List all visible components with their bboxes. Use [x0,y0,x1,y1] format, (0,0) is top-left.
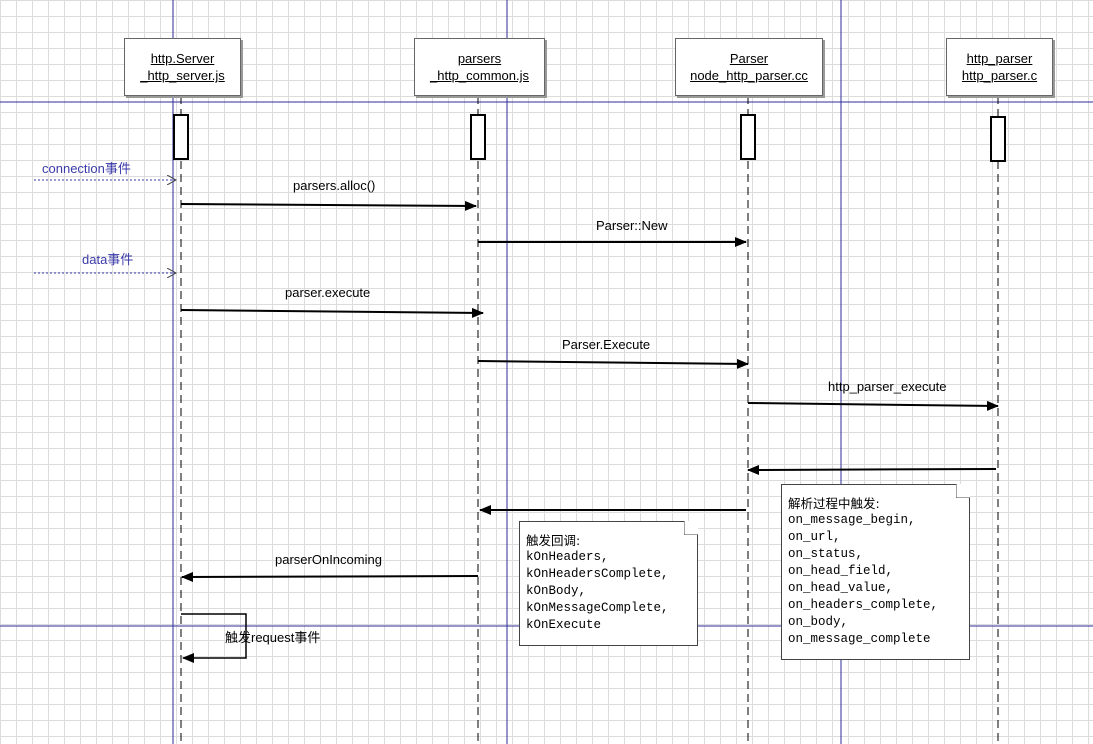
lifeline-server: http.Server _http_server.js [124,38,241,96]
self-request-label: 触发request事件 [225,630,321,645]
note-fold [684,521,698,535]
hp-execute-arrow [747,400,999,411]
incoming-arrow [181,571,479,582]
lifeline-file: _http_server.js [140,68,225,83]
lifeline-file: _http_common.js [430,68,529,83]
self-request-arrow [181,613,247,663]
lifeline-file: http_parser.c [961,68,1038,83]
lifeline-title: http_parser [966,51,1033,66]
lifeline-title: Parser [729,51,769,66]
note-line: on_message_begin, [788,513,916,527]
note-line: kOnHeaders, [526,550,609,564]
alloc-label: parsers.alloc() [293,178,376,193]
note-line: on_headers_complete, [788,598,939,612]
lifeline-title: http.Server [150,51,215,66]
lifeline-title: parsers [457,51,502,66]
note-fold [956,484,970,498]
lifeline-file: node_http_parser.cc [690,68,808,83]
Execute-arrow [477,358,749,369]
note-line: kOnBody, [526,584,587,598]
callbacks-note: 触发回调: kOnHeaders, kOnHeadersComplete, kO… [519,521,698,646]
server-activation [173,114,189,160]
note-title: 触发回调: [526,533,581,548]
note-line: on_status, [788,547,864,561]
alloc-arrow [180,200,477,211]
connection-event-label: connection事件 [42,161,131,176]
note-line: on_body, [788,615,849,629]
parser-activation [740,114,756,160]
note-line: on_message_complete [788,632,931,646]
lifeline-parsers: parsers _http_common.js [414,38,545,96]
parse-note: 解析过程中触发: on_message_begin, on_url, on_st… [781,484,970,660]
lifeline-parser: Parser node_http_parser.cc [675,38,823,96]
note-line: on_url, [788,530,841,544]
execute-label: parser.execute [285,285,371,300]
hp-return-arrow [747,464,997,475]
incoming-label: parserOnIncoming [275,552,382,567]
Execute-label: Parser.Execute [562,337,651,352]
lifeline-hp: http_parser http_parser.c [946,38,1053,96]
hp-activation [990,116,1006,162]
message-arrows [180,200,999,663]
note-line: kOnExecute [526,618,602,632]
activation-boxes [173,114,1006,162]
note-line: kOnHeadersComplete, [526,567,669,581]
parsers-activation [470,114,486,160]
new-label: Parser::New [596,218,668,233]
data-event-label: data事件 [82,252,134,267]
hp-execute-label: http_parser_execute [828,379,947,394]
note-line: on_head_field, [788,564,894,578]
execute-arrow [180,307,484,318]
note-title: 解析过程中触发: [788,496,880,511]
note-line: kOnMessageComplete, [526,601,669,615]
note-line: on_head_value, [788,581,894,595]
